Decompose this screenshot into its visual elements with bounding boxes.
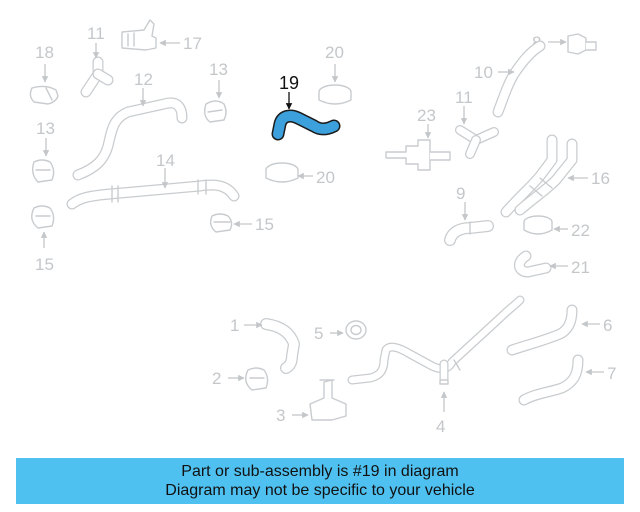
- part-5-o-ring[interactable]: [330, 320, 367, 340]
- part-8-valve[interactable]: [548, 33, 597, 55]
- part-16-hose[interactable]: [500, 134, 588, 218]
- label-19: 19: [279, 73, 299, 93]
- label-11-left: 11: [87, 24, 105, 43]
- part-2-clamp[interactable]: [228, 367, 269, 391]
- label-21: 21: [571, 258, 590, 277]
- part-20-clamp-top[interactable]: [318, 64, 352, 105]
- part-12-hose[interactable]: [72, 88, 188, 181]
- label-11-right: 11: [455, 88, 473, 107]
- part-20-clamp-lower[interactable]: [265, 162, 313, 183]
- label-14: 14: [156, 151, 175, 170]
- part-1-hose[interactable]: [244, 318, 300, 374]
- part-18-clamp[interactable]: [29, 64, 59, 105]
- label-7: 7: [607, 364, 616, 383]
- parts-diagram: 18 11 17 12 13 13 14: [29, 19, 616, 436]
- label-15-right: 15: [255, 215, 274, 234]
- part-6-hose[interactable]: [506, 304, 600, 356]
- part-7-hose[interactable]: [518, 354, 604, 406]
- label-23: 23: [417, 106, 436, 125]
- label-9: 9: [456, 184, 465, 203]
- label-22: 22: [571, 221, 590, 240]
- part-4-pipe-assembly[interactable]: [347, 295, 525, 412]
- part-15-clamp-right[interactable]: [209, 213, 252, 233]
- label-13-left: 13: [36, 119, 55, 138]
- label-2: 2: [212, 369, 221, 388]
- part-21-hose[interactable]: [514, 250, 568, 278]
- part-11-connector-right[interactable]: [455, 106, 499, 159]
- part-3-fitting[interactable]: [292, 379, 347, 421]
- label-17: 17: [183, 34, 202, 53]
- label-16: 16: [591, 169, 610, 188]
- label-4: 4: [436, 417, 445, 436]
- label-6: 6: [603, 316, 612, 335]
- part-19-hose-highlighted[interactable]: [271, 92, 341, 141]
- label-10: 10: [474, 63, 493, 82]
- label-20-top: 20: [325, 43, 344, 62]
- part-13-clamp-top[interactable]: [203, 80, 227, 123]
- label-13-top: 13: [209, 60, 228, 79]
- info-banner: Part or sub-assembly is #19 in diagram D…: [16, 458, 624, 504]
- banner-line-part: Part or sub-assembly is #19 in diagram: [181, 463, 459, 480]
- label-5: 5: [314, 324, 323, 343]
- banner-line-disclaimer: Diagram may not be specific to your vehi…: [165, 482, 475, 499]
- label-12: 12: [134, 70, 153, 89]
- part-10-hose[interactable]: [492, 40, 546, 118]
- part-14-hose[interactable]: [66, 168, 240, 210]
- part-13-clamp-left[interactable]: [31, 138, 55, 183]
- part-17-sensor[interactable]: [121, 19, 180, 51]
- label-1: 1: [230, 316, 239, 335]
- label-3: 3: [276, 406, 285, 425]
- part-9-hose[interactable]: [444, 202, 494, 246]
- label-20-lower: 20: [316, 168, 335, 187]
- part-11-connector-left[interactable]: [80, 43, 114, 98]
- label-15-left: 15: [35, 255, 54, 274]
- part-15-clamp-left[interactable]: [31, 205, 55, 248]
- part-22-clamp[interactable]: [523, 215, 568, 235]
- part-23-connector[interactable]: [385, 124, 451, 171]
- label-18: 18: [35, 43, 54, 62]
